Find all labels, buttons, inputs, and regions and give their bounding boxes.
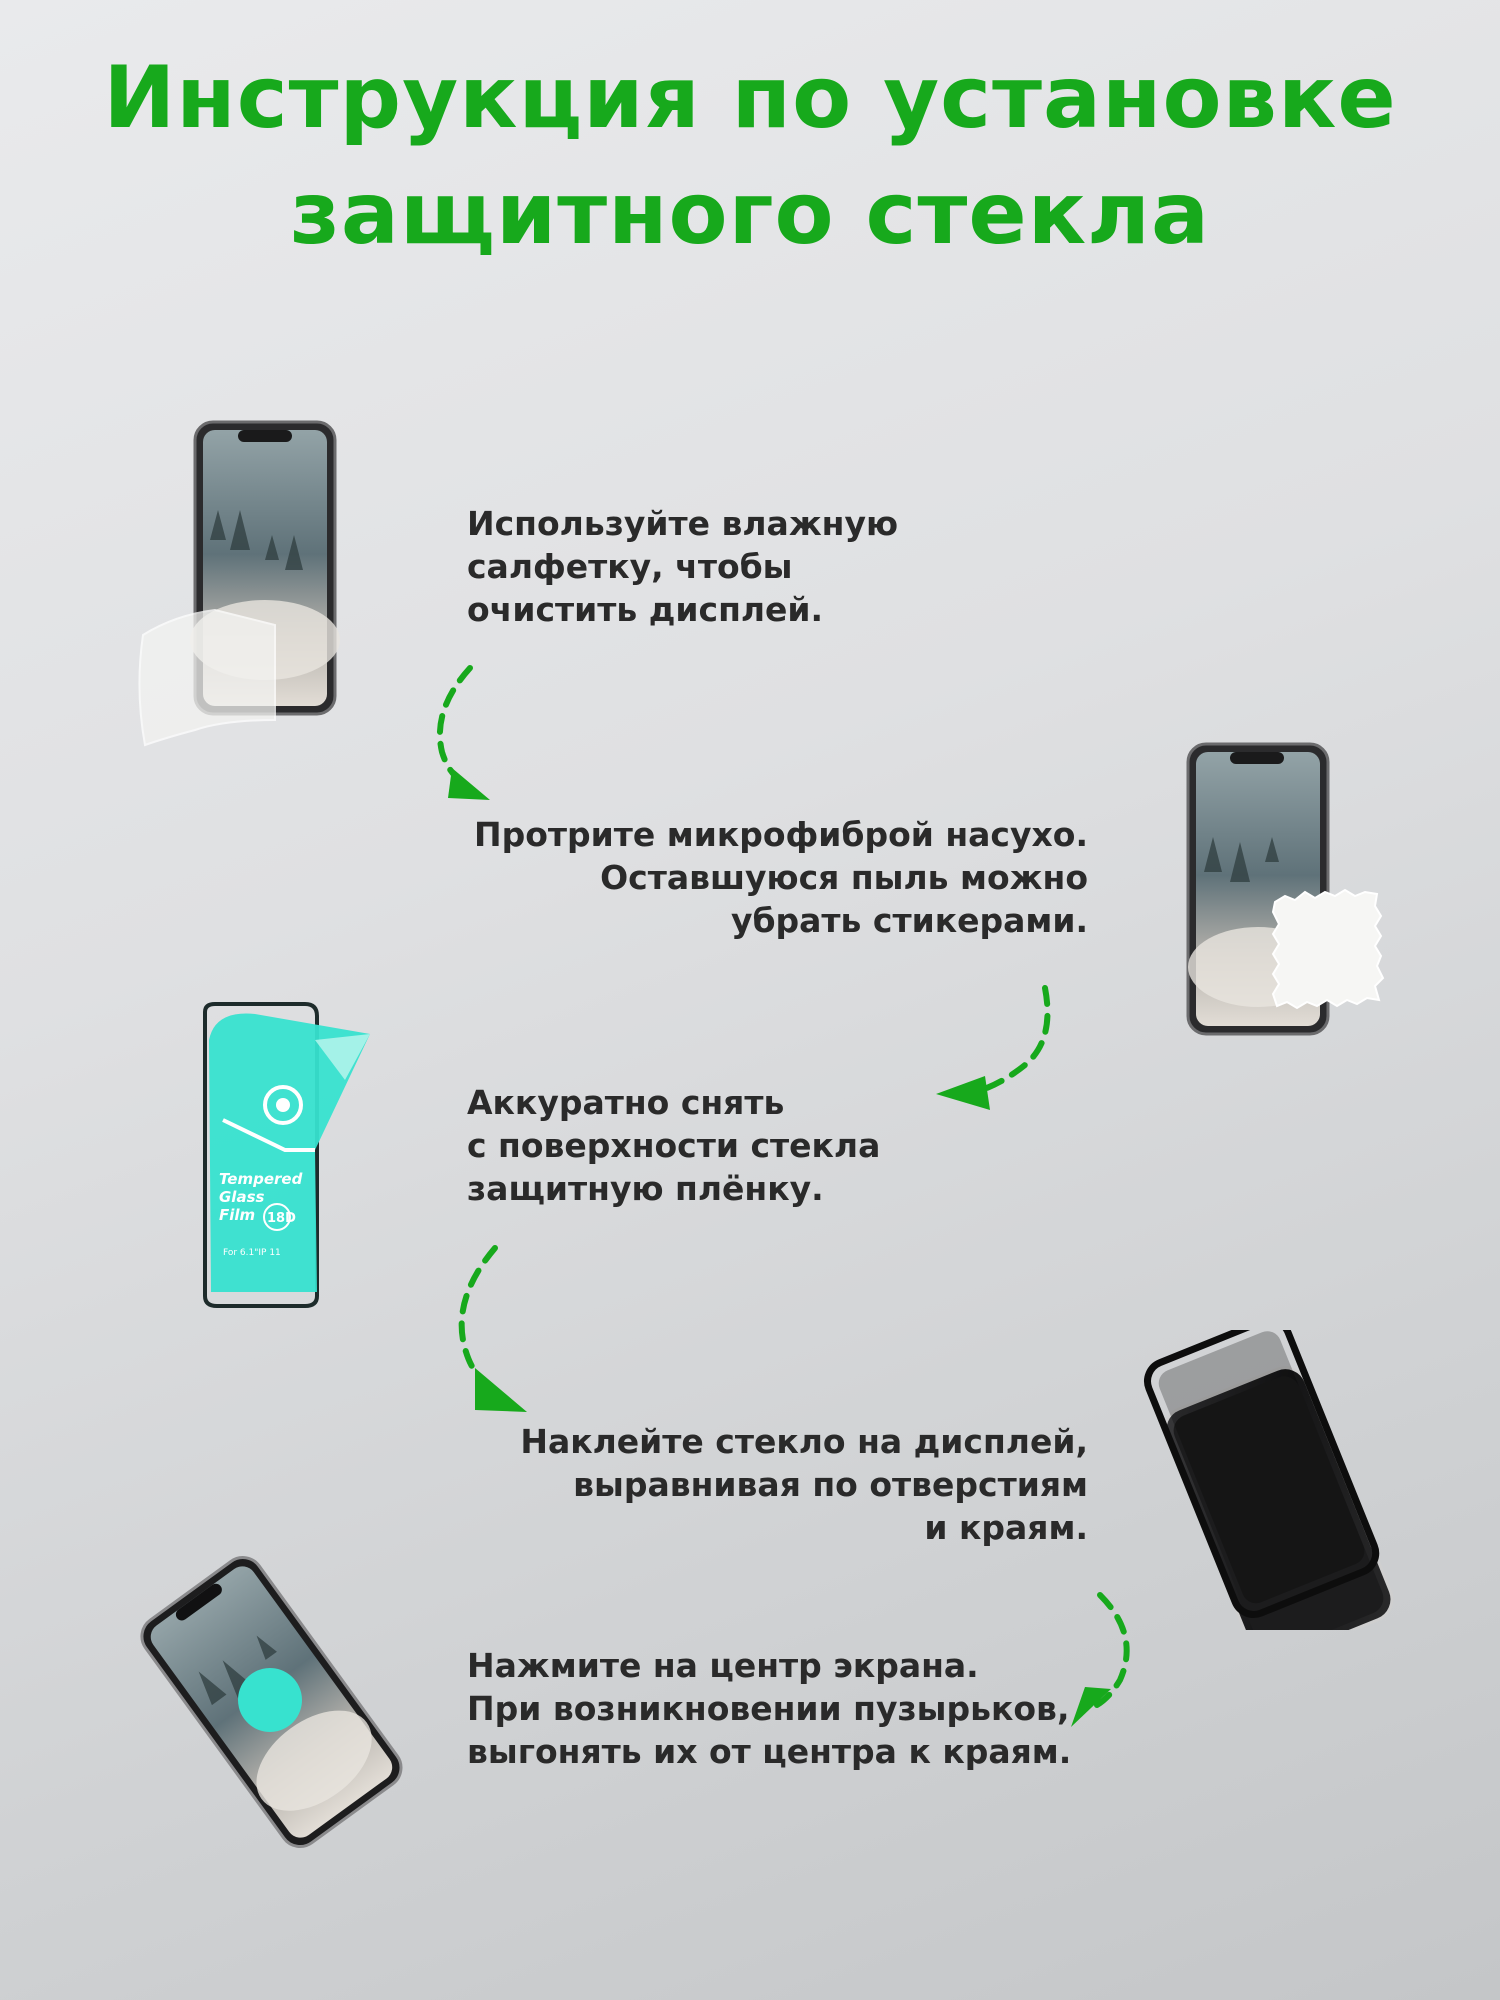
step-1-line-2: салфетку, чтобы <box>467 547 793 586</box>
step-1-line-3: очистить дисплей. <box>467 590 824 629</box>
film-model-label: For 6.1"IP 11 <box>223 1248 281 1258</box>
step-1-text: Используйте влажную салфетку, чтобы очис… <box>467 502 898 631</box>
step-2-line-1: Протрите микрофиброй насухо. <box>473 815 1088 854</box>
title-line-1: Инструкция по установке <box>103 48 1397 148</box>
glass-over-phone-illustration <box>1144 1330 1394 1630</box>
dashed-arrow-icon <box>936 985 1051 1110</box>
film-label-line-1: Tempered <box>219 1170 303 1188</box>
step-1-line-1: Используйте влажную <box>467 504 899 543</box>
phone-with-microfiber-illustration <box>1186 742 1385 1036</box>
tempered-glass-film-illustration: Tempered Glass Film 18D For 6.1"IP 11 <box>203 1002 370 1308</box>
film-badge-18d: 18D <box>267 1211 296 1226</box>
step-3-line-2: с поверхности стекла <box>467 1126 881 1165</box>
dashed-arrow-icon <box>1071 1592 1130 1727</box>
step-3-line-1: Аккуратно снять <box>467 1083 785 1122</box>
step-5-line-2: При возникновении пузырьков, <box>467 1689 1070 1728</box>
step-2-line-3: убрать стикерами. <box>730 901 1088 940</box>
step-5-text: Нажмите на центр экрана. При возникновен… <box>467 1644 1071 1773</box>
step-3-text: Аккуратно снять с поверхности стекла защ… <box>467 1081 880 1210</box>
step-3-line-3: защитную плёнку. <box>467 1169 824 1208</box>
step-4-line-3: и краям. <box>924 1508 1088 1547</box>
step-2-line-2: Оставшуюся пыль можно <box>600 858 1088 897</box>
step-5-line-1: Нажмите на центр экрана. <box>467 1646 979 1685</box>
step-2-text: Протрите микрофиброй насухо. Оставшуюся … <box>474 813 1088 942</box>
phone-press-center-illustration <box>140 1556 403 1848</box>
film-label-line-2: Glass <box>219 1188 265 1206</box>
film-label-line-3: Film <box>219 1206 255 1224</box>
step-4-line-1: Наклейте стекло на дисплей, <box>520 1422 1088 1461</box>
step-5-line-3: выгонять их от центра к краям. <box>467 1732 1072 1771</box>
phone-with-wipe-illustration <box>138 420 340 747</box>
page-title: Инструкция по установке защитного стекла <box>0 40 1500 272</box>
dashed-arrow-icon <box>458 1245 527 1412</box>
step-4-line-2: выравнивая по отверстиям <box>573 1465 1088 1504</box>
step-4-text: Наклейте стекло на дисплей, выравнивая п… <box>520 1420 1088 1549</box>
title-line-2: защитного стекла <box>289 164 1211 264</box>
dashed-arrow-icon <box>436 665 490 800</box>
